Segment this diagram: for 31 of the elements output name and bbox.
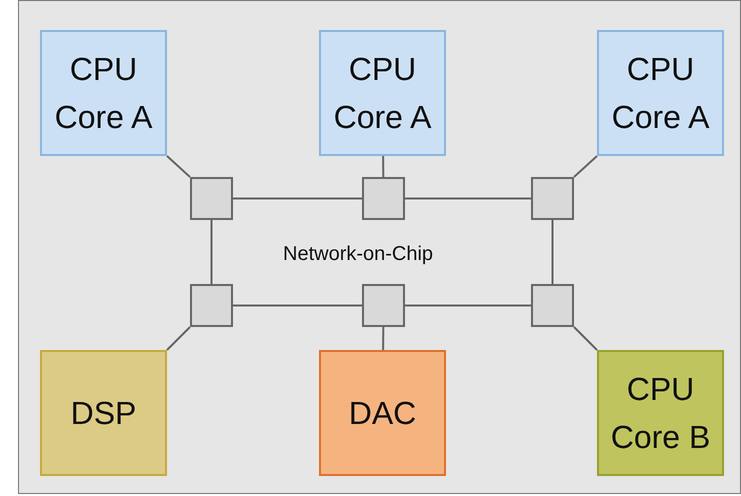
connector-line [166, 155, 191, 178]
router-square [362, 284, 405, 327]
box-label: DSP [70, 394, 138, 433]
box-label: DAC [348, 394, 418, 433]
box-label: CPU Core B [610, 370, 712, 457]
connector-line [552, 220, 554, 284]
router-square [531, 284, 574, 327]
connector-line [233, 198, 362, 200]
box-label: CPU Core A [610, 50, 710, 137]
network-label: Network-on-Chip [283, 243, 434, 266]
cpu-core-box [40, 30, 167, 156]
connector-line [405, 198, 531, 200]
connector-line [573, 326, 598, 351]
connector-line [573, 155, 598, 178]
box-label: CPU Core A [332, 50, 432, 137]
router-square [531, 177, 574, 220]
box-label: CPU Core A [54, 50, 154, 137]
connector-line [233, 304, 362, 306]
router-square [362, 177, 405, 220]
dsp-box [40, 350, 167, 476]
cpu-core-box [597, 30, 724, 156]
connector-line [166, 326, 191, 351]
router-square [190, 284, 233, 327]
connector-line [405, 304, 531, 306]
dac-box [319, 350, 446, 476]
cpu-core-box [319, 30, 446, 156]
connector-line [210, 220, 212, 284]
cpu-core-box [597, 350, 724, 476]
connector-line [382, 156, 384, 177]
router-square [190, 177, 233, 220]
connector-line [382, 326, 384, 350]
